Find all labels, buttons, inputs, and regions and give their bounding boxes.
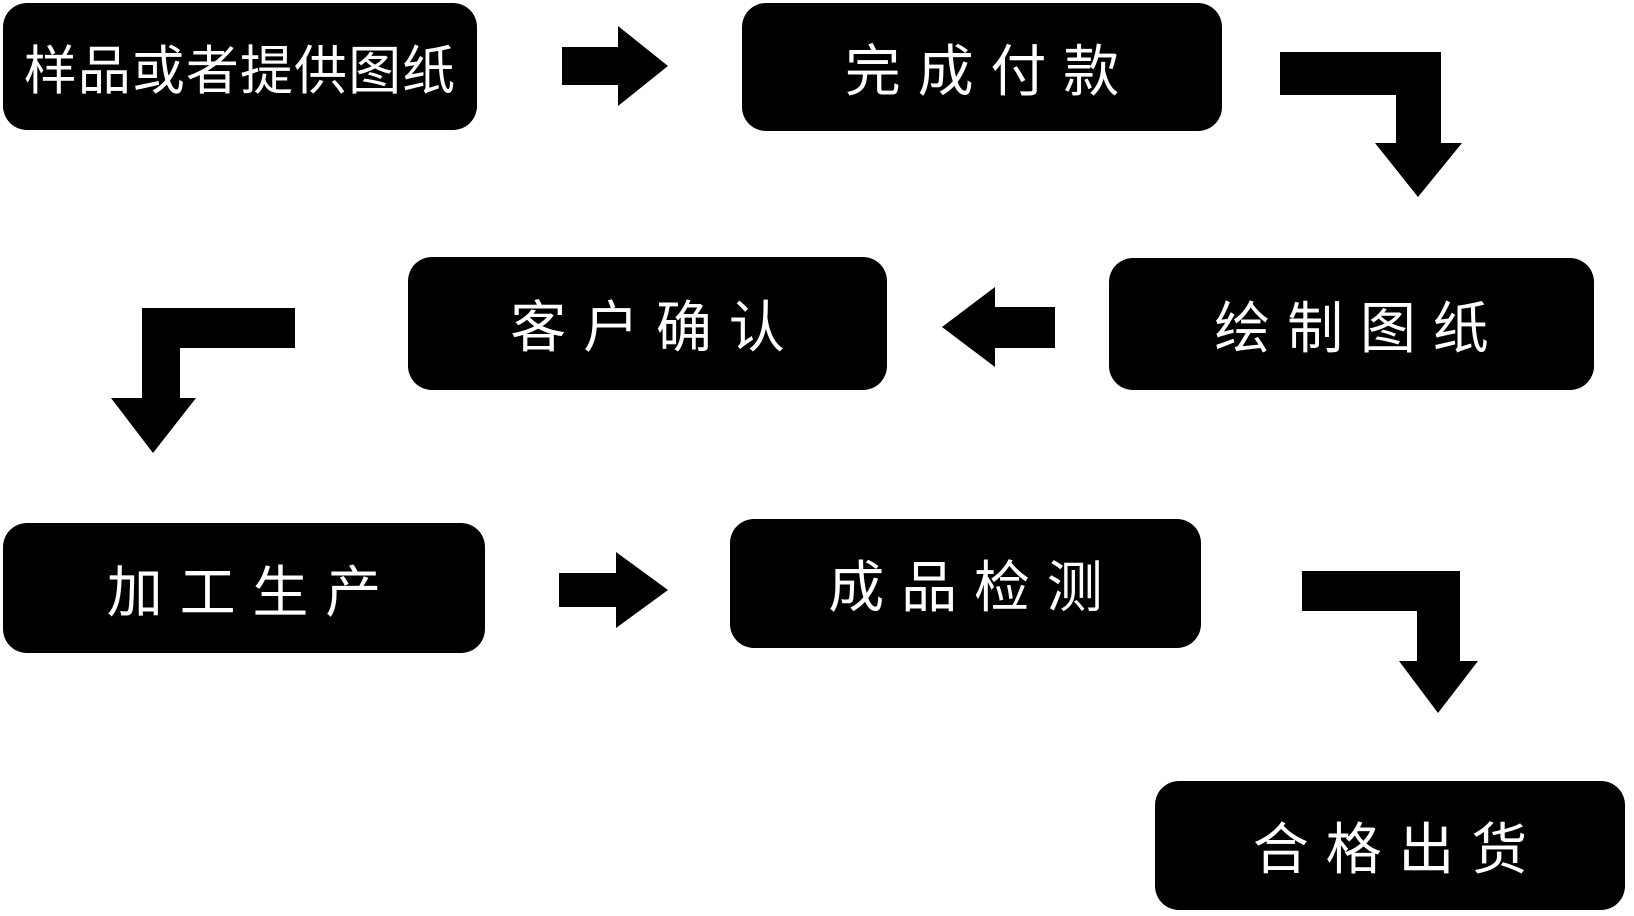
right-arrow-icon — [559, 552, 668, 628]
flow-node-finished-inspection: 成品检测 — [730, 519, 1201, 648]
flow-node-complete-payment: 完成付款 — [742, 3, 1222, 131]
right-arrow-icon — [562, 26, 668, 106]
flow-node-sample-or-drawings: 样品或者提供图纸 — [3, 3, 477, 130]
flow-node-processing-production: 加工生产 — [3, 523, 485, 653]
elbow-down-arrow-icon — [111, 308, 295, 453]
flow-node-label: 客户确认 — [510, 296, 802, 359]
flow-node-label: 完成付款 — [844, 39, 1136, 103]
flow-node-label: 加工生产 — [106, 560, 398, 624]
flow-node-label: 合格出货 — [1252, 818, 1544, 881]
flow-node-qualified-shipment: 合格出货 — [1155, 781, 1625, 910]
flow-node-label: 成品检测 — [828, 556, 1120, 619]
flow-node-draw-drawings: 绘制图纸 — [1109, 258, 1594, 390]
elbow-down-arrow-icon — [1302, 571, 1478, 713]
elbow-down-arrow-icon — [1280, 52, 1462, 197]
left-arrow-icon — [942, 287, 1055, 367]
flow-node-label: 绘制图纸 — [1214, 296, 1506, 360]
flow-node-customer-confirm: 客户确认 — [408, 257, 887, 390]
flow-node-label: 样品或者提供图纸 — [23, 41, 457, 101]
